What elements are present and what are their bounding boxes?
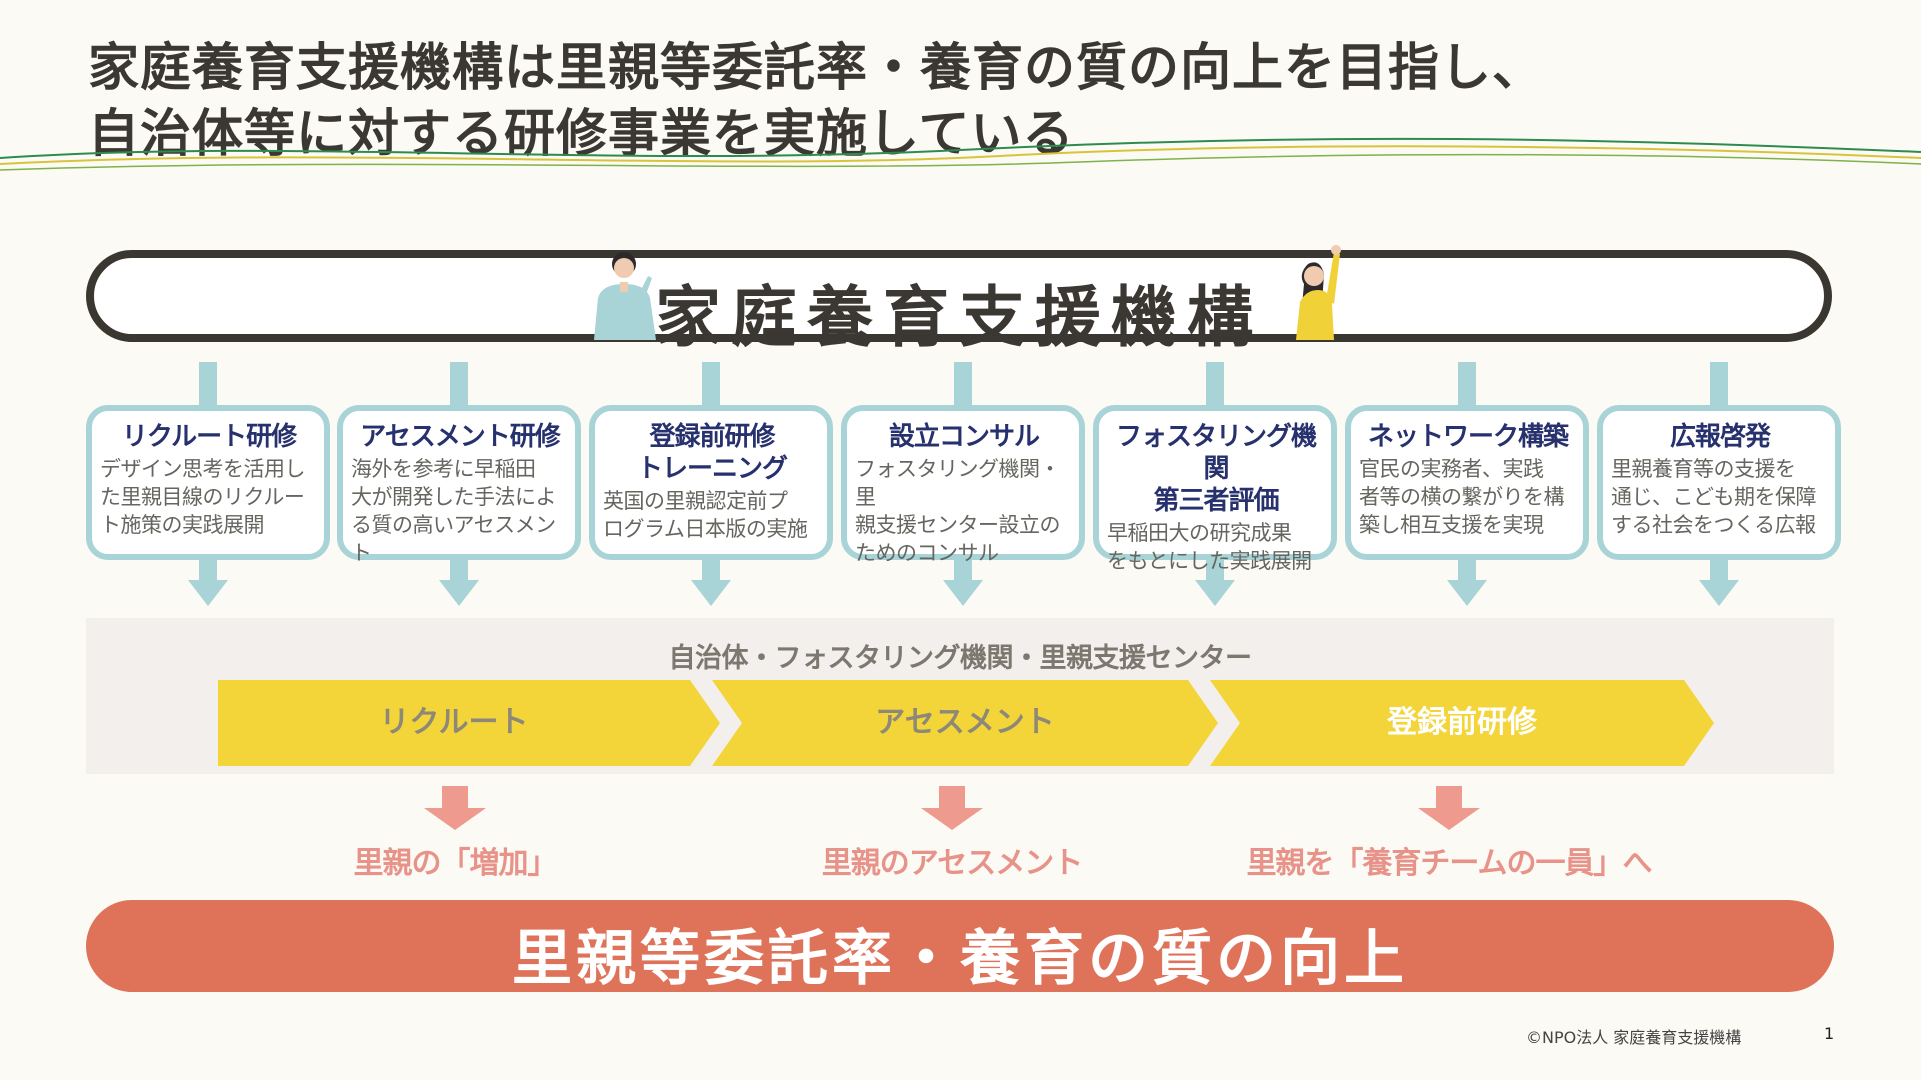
outcome-assessment: 里親のアセスメント — [821, 846, 1083, 881]
program-card-description: 早稲田大の研究成果 をもとにした実践展開 — [1107, 521, 1312, 573]
connector-top — [954, 362, 972, 408]
down-arrow-icon — [943, 580, 983, 606]
connector-bottom — [1458, 558, 1476, 580]
connector-top — [1458, 362, 1476, 408]
person-raising-hand-icon — [1296, 245, 1341, 340]
organization-banner: 家庭養育支援機構 — [86, 250, 1832, 356]
down-arrow-icon — [1418, 786, 1480, 830]
connector-top — [702, 362, 720, 408]
decorative-waves — [0, 137, 1921, 171]
connector-top — [450, 362, 468, 408]
program-card-title: ネットワーク構築 — [1367, 422, 1569, 452]
down-arrow-icon — [1195, 580, 1235, 606]
down-arrow-icon — [424, 786, 486, 830]
down-arrow-icon — [1447, 580, 1487, 606]
program-card-title: 広報啓発 — [1669, 422, 1771, 452]
goal-bar: 里親等委託率・養育の質の向上 — [86, 900, 1834, 994]
connector-bottom — [702, 558, 720, 580]
goal-text: 里親等委託率・養育の質の向上 — [512, 924, 1408, 994]
program-card-description: 海外を参考に早稲田 大が開発した手法によ る質の高いアセスメント — [351, 457, 557, 565]
outcome-team-member: 里親を「養育チームの一員」へ — [1246, 846, 1652, 881]
footer-copyright: ©NPO法人 家庭養育支援機構 — [1526, 1028, 1742, 1047]
program-card-pr: 広報啓発 里親養育等の支援を 通じ、こども期を保障 する社会をつくる広報 — [1597, 405, 1841, 560]
connector-bottom — [1710, 558, 1728, 580]
page-title-line-1: 家庭養育支援機構は里親等委託率・養育の質の向上を目指し、 — [88, 39, 1545, 98]
flow-stage-pre-registration: 登録前研修 — [1387, 705, 1537, 740]
down-arrow-icon — [1699, 580, 1739, 606]
person-thinking-icon — [594, 252, 656, 340]
program-card-description: フォスタリング機関・里 親支援センター設立の ためのコンサル — [855, 457, 1061, 565]
program-card-title: 設立コンサル — [888, 422, 1040, 452]
program-card-network: ネットワーク構築 官民の実務者、実践 者等の横の繋がりを構 築し相互支援を実現 — [1345, 405, 1589, 560]
connector-top — [1206, 362, 1224, 408]
program-card-consulting: 設立コンサル フォスタリング機関・里 親支援センター設立の ためのコンサル — [841, 405, 1085, 565]
program-card-recruit: リクルート研修 デザイン思考を活用し た里親目線のリクルー ト施策の実践展開 — [86, 405, 330, 560]
program-card-title: 登録前研修 トレーニング — [636, 422, 788, 484]
program-card-description: デザイン思考を活用し た里親目線のリクルー ト施策の実践展開 — [100, 457, 306, 537]
program-card-title: アセスメント研修 — [360, 422, 560, 452]
page-number: 1 — [1824, 1024, 1835, 1043]
connector-bottom — [199, 558, 217, 580]
flow-stage-assessment: アセスメント — [875, 705, 1055, 740]
program-card-assessment: アセスメント研修 海外を参考に早稲田 大が開発した手法によ る質の高いアセスメン… — [337, 405, 581, 565]
program-card-description: 英国の里親認定前プ ログラム日本版の実施 — [603, 489, 808, 541]
program-card-title: リクルート研修 — [121, 422, 297, 452]
down-arrow-icon — [439, 580, 479, 606]
organization-name: 家庭養育支援機構 — [655, 279, 1263, 356]
down-arrow-icon — [188, 580, 228, 606]
program-card-pre-registration: 登録前研修 トレーニング 英国の里親認定前プ ログラム日本版の実施 — [589, 405, 833, 560]
program-card-description: 官民の実務者、実践 者等の横の繋がりを構 築し相互支援を実現 — [1359, 457, 1565, 537]
connector-top — [1710, 362, 1728, 408]
program-card-title: フォスタリング機関 第三者評価 — [1115, 422, 1317, 516]
flow-caption: 自治体・フォスタリング機関・里親支援センター — [668, 643, 1253, 674]
down-arrow-icon — [691, 580, 731, 606]
flow-stage-recruit: リクルート — [379, 705, 529, 740]
down-arrow-icon — [921, 786, 983, 830]
connector-top — [199, 362, 217, 408]
program-card-evaluation: フォスタリング機関 第三者評価 早稲田大の研究成果 をもとにした実践展開 — [1093, 405, 1337, 573]
program-card-description: 里親養育等の支援を 通じ、こども期を保障 する社会をつくる広報 — [1611, 457, 1817, 537]
outcome-increase: 里親の「増加」 — [353, 846, 558, 881]
